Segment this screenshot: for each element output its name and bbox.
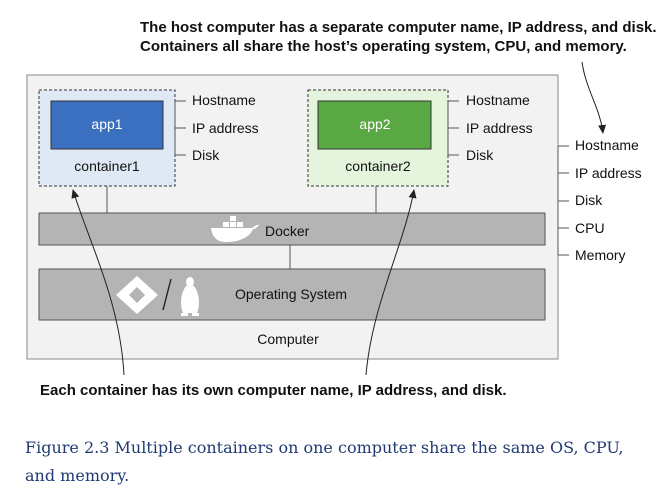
docker-layer: Docker [38, 212, 546, 246]
linux-penguin-icon [181, 277, 199, 316]
container-1-disk: Disk [192, 147, 220, 163]
header-line-2: Containers all share the host’s operatin… [140, 38, 627, 55]
docker-label: Docker [265, 223, 310, 239]
container-1-ip-address: IP address [192, 120, 259, 136]
app1-box [50, 100, 164, 150]
host-ip-address: IP address [575, 165, 642, 181]
container-2-arrow [365, 189, 417, 376]
os-divider-slash [162, 278, 172, 311]
docker-whale-icon [211, 216, 259, 242]
host-cpu: CPU [575, 220, 605, 236]
host-memory: Memory [575, 247, 626, 263]
container-1-label: container1 [74, 158, 140, 174]
os-label: Operating System [235, 286, 347, 302]
container-2-disk: Disk [466, 147, 494, 163]
container-1: app1 container1 Hostname IP address Disk [38, 89, 259, 187]
host-properties: Hostname IP address Disk CPU Memory [557, 137, 642, 263]
container-2-hostname: Hostname [466, 92, 530, 108]
computer-label: Computer [257, 331, 319, 347]
host-disk: Disk [575, 192, 603, 208]
app1-label: app1 [91, 116, 122, 132]
host-arrow [581, 61, 607, 134]
container-1-arrow [71, 189, 125, 376]
docker-bar [38, 212, 546, 246]
os-layer: Operating System [38, 268, 546, 321]
container-2: app2 container2 Hostname IP address Disk [307, 89, 533, 187]
container-1-hostname: Hostname [192, 92, 256, 108]
app2-box [317, 100, 432, 150]
app2-label: app2 [359, 116, 390, 132]
header-line-1: The host computer has a separate compute… [140, 19, 657, 36]
container-2-label: container2 [345, 158, 411, 174]
windows-diamond-icon [116, 276, 158, 314]
host-hostname: Hostname [575, 137, 639, 153]
footer-note: Each container has its own computer name… [40, 382, 507, 399]
figure-caption: Figure 2.3 Multiple containers on one co… [25, 438, 624, 485]
container-2-ip-address: IP address [466, 120, 533, 136]
